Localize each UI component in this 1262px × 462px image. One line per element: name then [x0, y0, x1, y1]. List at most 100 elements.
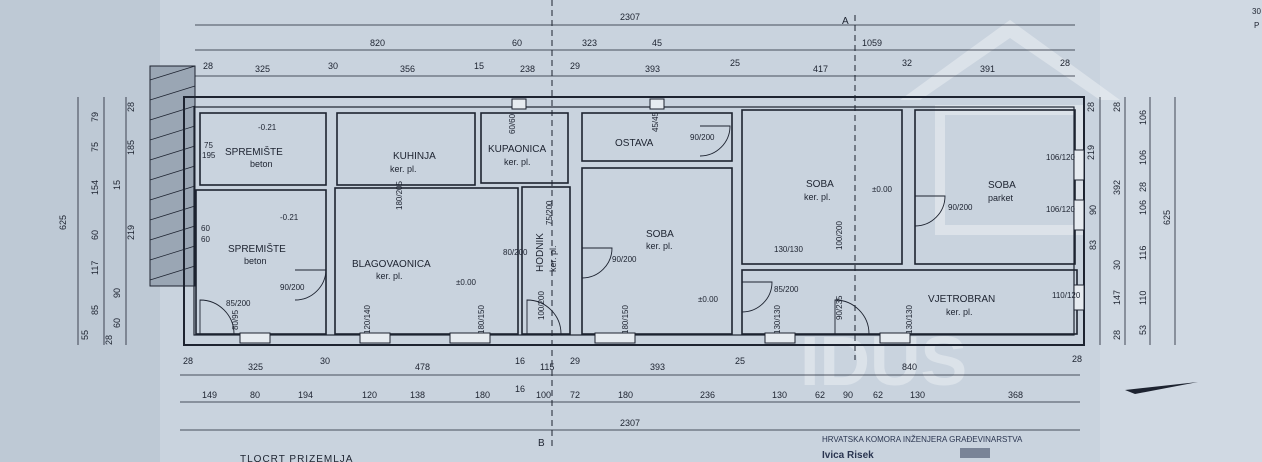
- room-soba-1: SOBA ker. pl. ±0.00: [646, 229, 719, 304]
- svg-text:185: 185: [126, 140, 136, 155]
- svg-text:393: 393: [645, 64, 660, 74]
- svg-text:478: 478: [415, 362, 430, 372]
- svg-text:55: 55: [80, 330, 90, 340]
- svg-text:90/200: 90/200: [690, 133, 715, 142]
- svg-text:-0.21: -0.21: [280, 213, 299, 222]
- svg-text:90/200: 90/200: [948, 203, 973, 212]
- svg-text:16: 16: [515, 384, 525, 394]
- svg-text:90: 90: [1088, 205, 1098, 215]
- svg-text:28: 28: [1112, 102, 1122, 112]
- svg-text:80/95: 80/95: [231, 309, 240, 330]
- svg-text:154: 154: [90, 180, 100, 195]
- engineer-stamp: HRVATSKA KOMORA INŽENJERA GRAĐEVINARSTVA…: [822, 435, 1023, 461]
- svg-text:±0.00: ±0.00: [456, 278, 477, 287]
- svg-text:120/140: 120/140: [363, 305, 372, 334]
- svg-text:180/150: 180/150: [621, 305, 630, 334]
- svg-text:ker. pl.: ker. pl.: [504, 157, 531, 167]
- svg-text:28: 28: [183, 356, 193, 366]
- svg-text:28: 28: [104, 335, 114, 345]
- svg-text:106: 106: [1138, 150, 1148, 165]
- svg-text:SPREMIŠTE: SPREMIŠTE: [225, 145, 283, 158]
- svg-text:138: 138: [410, 390, 425, 400]
- svg-text:90: 90: [843, 390, 853, 400]
- opening-labels: 90/200 90/200 80/200 75/200 100/200 90/2…: [226, 111, 1081, 334]
- svg-text:116: 116: [1138, 246, 1148, 260]
- svg-text:60: 60: [201, 224, 210, 233]
- windows: [239, 98, 1085, 344]
- svg-text:28: 28: [1086, 102, 1096, 112]
- plan-title: TLOCRT PRIZEMLJA: [240, 454, 353, 462]
- svg-text:325: 325: [248, 362, 263, 372]
- svg-text:147: 147: [1112, 290, 1122, 305]
- svg-text:820: 820: [370, 38, 385, 48]
- dims-bottom: 28 325 30 478 16 115 29 393 25 840 28 14…: [183, 354, 1082, 428]
- svg-text:85: 85: [90, 305, 100, 315]
- svg-text:219: 219: [126, 225, 136, 240]
- svg-text:130/130: 130/130: [905, 305, 914, 334]
- section-lines: [551, 0, 856, 448]
- svg-text:BLAGOVAONICA: BLAGOVAONICA: [352, 259, 431, 270]
- svg-text:Ivica Risek: Ivica Risek: [822, 450, 874, 461]
- dimension-lines: [77, 24, 1176, 431]
- svg-text:356: 356: [400, 64, 415, 74]
- svg-text:beton: beton: [244, 256, 267, 266]
- svg-text:53: 53: [1138, 325, 1148, 335]
- svg-text:75/200: 75/200: [545, 200, 554, 225]
- svg-text:72: 72: [570, 390, 580, 400]
- svg-text:ker. pl.: ker. pl.: [646, 241, 673, 251]
- svg-text:325: 325: [255, 64, 270, 74]
- svg-text:beton: beton: [250, 159, 273, 169]
- svg-text:15: 15: [112, 180, 122, 190]
- svg-text:130: 130: [910, 390, 925, 400]
- svg-text:110: 110: [1138, 291, 1148, 305]
- svg-text:ker. pl.: ker. pl.: [804, 192, 831, 202]
- svg-text:KUHINJA: KUHINJA: [393, 151, 436, 162]
- svg-text:45/45: 45/45: [651, 111, 660, 132]
- svg-text:29: 29: [570, 61, 580, 71]
- svg-text:117: 117: [90, 261, 100, 275]
- svg-text:80: 80: [250, 390, 260, 400]
- svg-text:28: 28: [1112, 330, 1122, 340]
- svg-text:SOBA: SOBA: [806, 179, 834, 190]
- room-vjetrobran: VJETROBRAN ker. pl.: [928, 294, 995, 317]
- svg-text:106/120: 106/120: [1046, 205, 1075, 214]
- svg-text:115: 115: [540, 362, 554, 372]
- room-hodnik: HODNIK ker. pl.: [535, 233, 558, 272]
- svg-text:85/200: 85/200: [774, 285, 799, 294]
- svg-text:180: 180: [618, 390, 633, 400]
- svg-text:106: 106: [1138, 200, 1148, 215]
- svg-text:1059: 1059: [862, 38, 882, 48]
- svg-text:parket: parket: [988, 193, 1014, 203]
- dims-top: 2307 820 60 323 45 1059 28 325 30 356 15…: [203, 12, 1070, 74]
- svg-text:2307: 2307: [620, 12, 640, 22]
- svg-text:236: 236: [700, 390, 715, 400]
- svg-text:391: 391: [980, 64, 995, 74]
- svg-text:HRVATSKA KOMORA INŽENJERA GRAĐ: HRVATSKA KOMORA INŽENJERA GRAĐEVINARSTVA: [822, 435, 1023, 444]
- svg-text:100/200: 100/200: [537, 291, 546, 320]
- svg-text:130/130: 130/130: [774, 245, 803, 254]
- svg-text:60: 60: [90, 230, 100, 240]
- svg-text:45: 45: [652, 38, 662, 48]
- svg-text:ker. pl.: ker. pl.: [390, 164, 417, 174]
- svg-text:90/200: 90/200: [612, 255, 637, 264]
- svg-text:194: 194: [298, 390, 313, 400]
- svg-text:62: 62: [873, 390, 883, 400]
- svg-text:120: 120: [362, 390, 377, 400]
- room-soba-3: SOBA parket: [988, 180, 1016, 203]
- svg-text:KUPAONICA: KUPAONICA: [488, 144, 546, 155]
- svg-text:83: 83: [1088, 240, 1098, 250]
- svg-text:75: 75: [204, 141, 213, 150]
- room-soba-2: SOBA ker. pl. ±0.00: [804, 179, 893, 202]
- svg-text:60: 60: [512, 38, 522, 48]
- section-marker-bottom: B: [538, 438, 545, 449]
- svg-text:219: 219: [1086, 145, 1096, 160]
- svg-text:ker. pl.: ker. pl.: [376, 271, 403, 281]
- svg-text:90: 90: [112, 288, 122, 298]
- room-spremiste-2: SPREMIŠTE beton -0.21 60 60: [201, 213, 299, 266]
- svg-text:62: 62: [815, 390, 825, 400]
- svg-text:106/120: 106/120: [1046, 153, 1075, 162]
- svg-text:130: 130: [772, 390, 787, 400]
- section-marker-top: A: [842, 16, 849, 27]
- svg-text:32: 32: [902, 58, 912, 68]
